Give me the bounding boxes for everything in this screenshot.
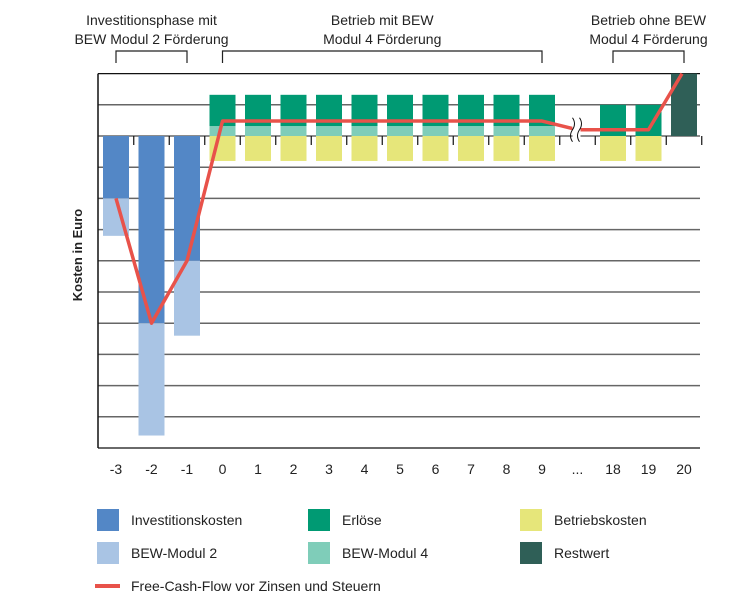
legend-label: Restwert (554, 545, 609, 561)
legend-swatch (308, 509, 330, 531)
bar-betriebskosten-6 (422, 136, 449, 161)
axis-break-icon (570, 117, 575, 143)
fcf-line (114, 72, 684, 325)
phase-label: BEW Modul 2 Förderung (74, 31, 228, 47)
x-tick-label: 6 (432, 461, 440, 477)
x-tick-label: 3 (325, 461, 333, 477)
bar-bew-modul-4-7 (458, 126, 484, 136)
bar-betriebskosten-7 (458, 136, 484, 161)
bar-investitionskosten--3 (103, 136, 129, 199)
bar-betriebskosten-19 (635, 136, 662, 161)
x-tick-label: 0 (219, 461, 227, 477)
bar-betriebskosten-1 (245, 136, 271, 161)
bar-betriebskosten-8 (493, 136, 520, 161)
legend-label: Erlöse (342, 512, 382, 528)
bar-bew-modul-2--1 (174, 260, 200, 336)
phase-bracket (612, 50, 685, 63)
x-tick-label: 20 (676, 461, 692, 477)
bar-bew-modul-4-1 (245, 126, 271, 136)
y-axis-label: Kosten in Euro (70, 209, 85, 302)
legend-swatch (97, 542, 119, 564)
x-tick-label: 18 (605, 461, 621, 477)
x-tick-label: 4 (361, 461, 369, 477)
bar-bew-modul-4-9 (529, 126, 555, 136)
axis-break-icon (577, 117, 582, 143)
legend-swatch (520, 509, 542, 531)
bar-bew-modul-4-2 (280, 126, 307, 136)
x-tick-label: -2 (145, 461, 158, 477)
axis-break-gap (572, 117, 581, 142)
legend-label: Free-Cash-Flow vor Zinsen und Steuern (131, 578, 381, 594)
phase-label: Modul 4 Förderung (589, 31, 707, 47)
bar-betriebskosten-5 (387, 136, 413, 161)
legend-swatch (308, 542, 330, 564)
phase-label: Betrieb ohne BEW (591, 12, 707, 28)
phase-label: Modul 4 Förderung (323, 31, 441, 47)
bar-bew-modul-4-4 (351, 126, 378, 136)
legend-swatch (520, 542, 542, 564)
legend-label: Investitionskosten (131, 512, 242, 528)
bar-betriebskosten-3 (316, 136, 342, 161)
bar-bew-modul-2--2 (138, 323, 165, 436)
x-tick-label: 2 (290, 461, 298, 477)
bar-betriebskosten-9 (529, 136, 555, 161)
legend-label: Betriebskosten (554, 512, 647, 528)
x-tick-label: ... (572, 461, 584, 477)
bars (103, 73, 697, 436)
bar-bew-modul-4-8 (493, 126, 520, 136)
phase-bracket (221, 50, 543, 63)
legend-label: BEW-Modul 2 (131, 545, 217, 561)
x-tick-labels: -3 -2 -1 0 1 2 3 4 5 6 7 8 9... 18 19 20 (110, 461, 692, 477)
x-tick-label: 5 (396, 461, 404, 477)
bar-betriebskosten-4 (351, 136, 378, 161)
x-tick-label: 9 (538, 461, 546, 477)
bar-bew-modul-4-3 (316, 126, 342, 136)
phase-label: Betrieb mit BEW (331, 12, 434, 28)
x-tick-label: 19 (641, 461, 657, 477)
legend: Investitionskosten Erlöse BetriebskostenBE… (95, 509, 647, 594)
phase-bracket (115, 50, 188, 63)
bar-betriebskosten-18 (600, 136, 626, 161)
bar-investitionskosten--1 (174, 136, 200, 261)
legend-label: BEW-Modul 4 (342, 545, 428, 561)
x-tick-label: 7 (467, 461, 475, 477)
bar-bew-modul-4-0 (209, 126, 236, 136)
bar-betriebskosten-2 (280, 136, 307, 161)
x-tick-label: 8 (503, 461, 511, 477)
axes (97, 73, 703, 448)
x-tick-label: 1 (254, 461, 262, 477)
bar-bew-modul-4-6 (422, 126, 449, 136)
x-tick-label: -3 (110, 461, 123, 477)
x-tick-label: -1 (181, 461, 194, 477)
legend-swatch (97, 509, 119, 531)
phase-label: Investitionsphase mit (86, 12, 217, 28)
fcf-line-group (114, 72, 684, 325)
bar-bew-modul-4-5 (387, 126, 413, 136)
